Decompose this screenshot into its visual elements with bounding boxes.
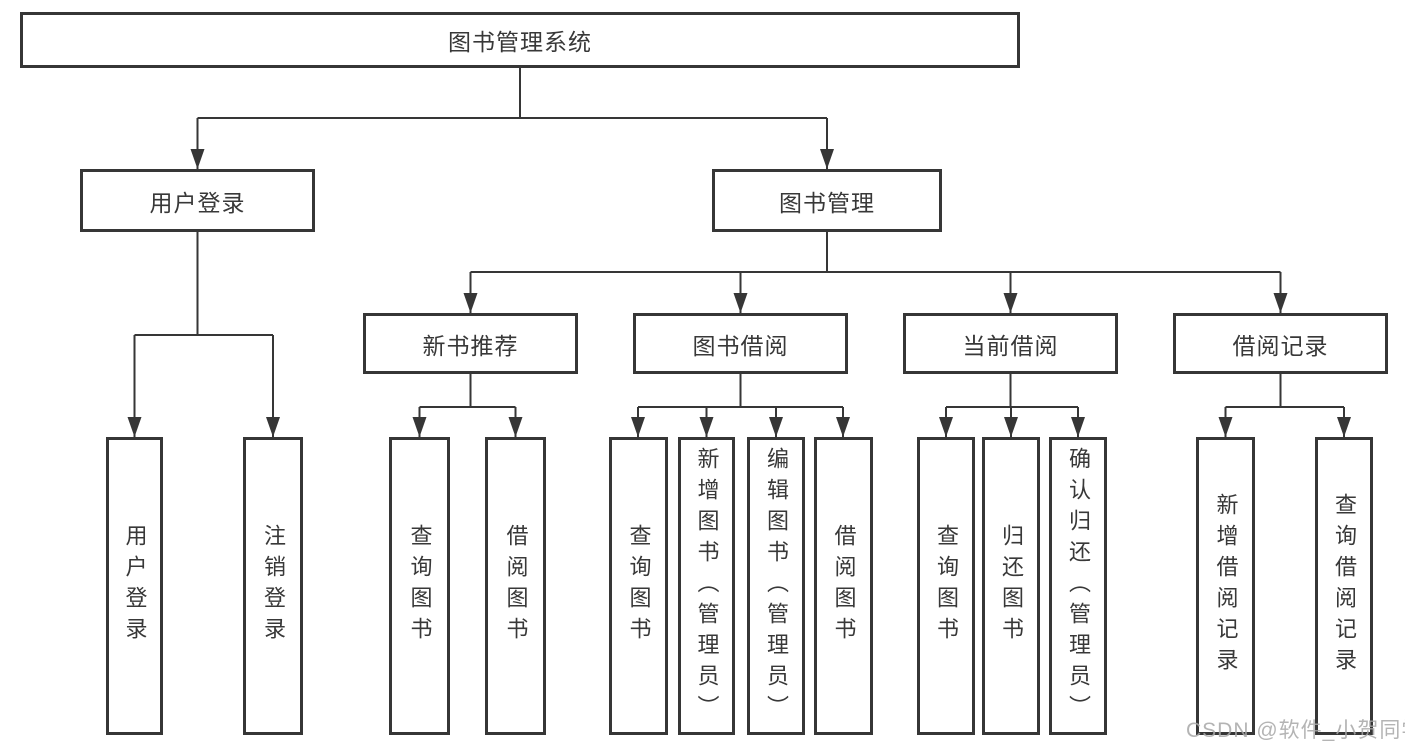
node-leaf-add-borrow-record: 新增借阅记录 [1196, 437, 1255, 735]
node-leaf-query-book-1: 查询图书 [389, 437, 450, 735]
node-leaf-edit-book-admin: 编辑图书（管理员） [747, 437, 805, 735]
node-label: 借阅记录 [1232, 332, 1329, 359]
node-label: 新书推荐 [422, 332, 519, 359]
node-leaf-query-borrow-record: 查询借阅记录 [1315, 437, 1373, 735]
connector-current-borrow-branch [939, 374, 1085, 437]
node-book-borrowing: 图书借阅 [633, 313, 848, 374]
node-current-borrowing: 当前借阅 [903, 313, 1118, 374]
node-new-book-recommend: 新书推荐 [363, 313, 578, 374]
node-label: 查询借阅记录 [1332, 493, 1357, 679]
node-leaf-query-book-3: 查询图书 [917, 437, 975, 735]
node-label: 借阅图书 [503, 524, 529, 648]
node-leaf-user-login: 用户登录 [106, 437, 163, 735]
node-label: 查询图书 [626, 524, 652, 648]
node-label: 用户登录 [122, 524, 148, 648]
node-leaf-borrow-book-1: 借阅图书 [485, 437, 546, 735]
node-label: 借阅图书 [831, 524, 857, 648]
node-label: 编辑图书（管理员） [764, 446, 789, 726]
node-leaf-logout: 注销登录 [243, 437, 303, 735]
node-label: 新增借阅记录 [1213, 493, 1239, 679]
node-leaf-borrow-book-2: 借阅图书 [814, 437, 873, 735]
connector-book-borrow-branch [631, 374, 850, 437]
node-user-login: 用户登录 [80, 169, 315, 232]
node-leaf-return-book: 归还图书 [982, 437, 1040, 735]
node-label: 归还图书 [999, 524, 1024, 648]
connector-user-login-branch [127, 232, 280, 437]
node-leaf-confirm-return-admin: 确认归还（管理员） [1049, 437, 1107, 735]
connector-book-mgmt-branch [463, 232, 1288, 313]
node-borrow-records: 借阅记录 [1173, 313, 1388, 374]
node-label: 图书借阅 [692, 332, 789, 359]
csdn-watermark: CSDN @软件_小贺同学 [1186, 719, 1405, 742]
connector-root-to-level2 [190, 68, 834, 169]
node-label: 查询图书 [407, 524, 433, 648]
connector-new-book-branch [412, 374, 523, 437]
node-label: 当前借阅 [962, 332, 1059, 359]
node-label: 图书管理 [779, 189, 875, 216]
node-label: 用户登录 [149, 189, 246, 216]
node-leaf-add-book-admin: 新增图书（管理员） [678, 437, 735, 735]
node-root-system: 图书管理系统 [20, 12, 1020, 68]
node-label: 确认归还（管理员） [1066, 446, 1091, 726]
node-label: 注销登录 [261, 524, 286, 648]
node-book-management: 图书管理 [712, 169, 942, 232]
node-label: 查询图书 [934, 524, 959, 648]
connector-borrow-records-branch [1218, 374, 1351, 437]
node-label: 新增图书（管理员） [694, 446, 720, 726]
node-label: 图书管理系统 [448, 29, 592, 55]
node-leaf-query-book-2: 查询图书 [609, 437, 668, 735]
